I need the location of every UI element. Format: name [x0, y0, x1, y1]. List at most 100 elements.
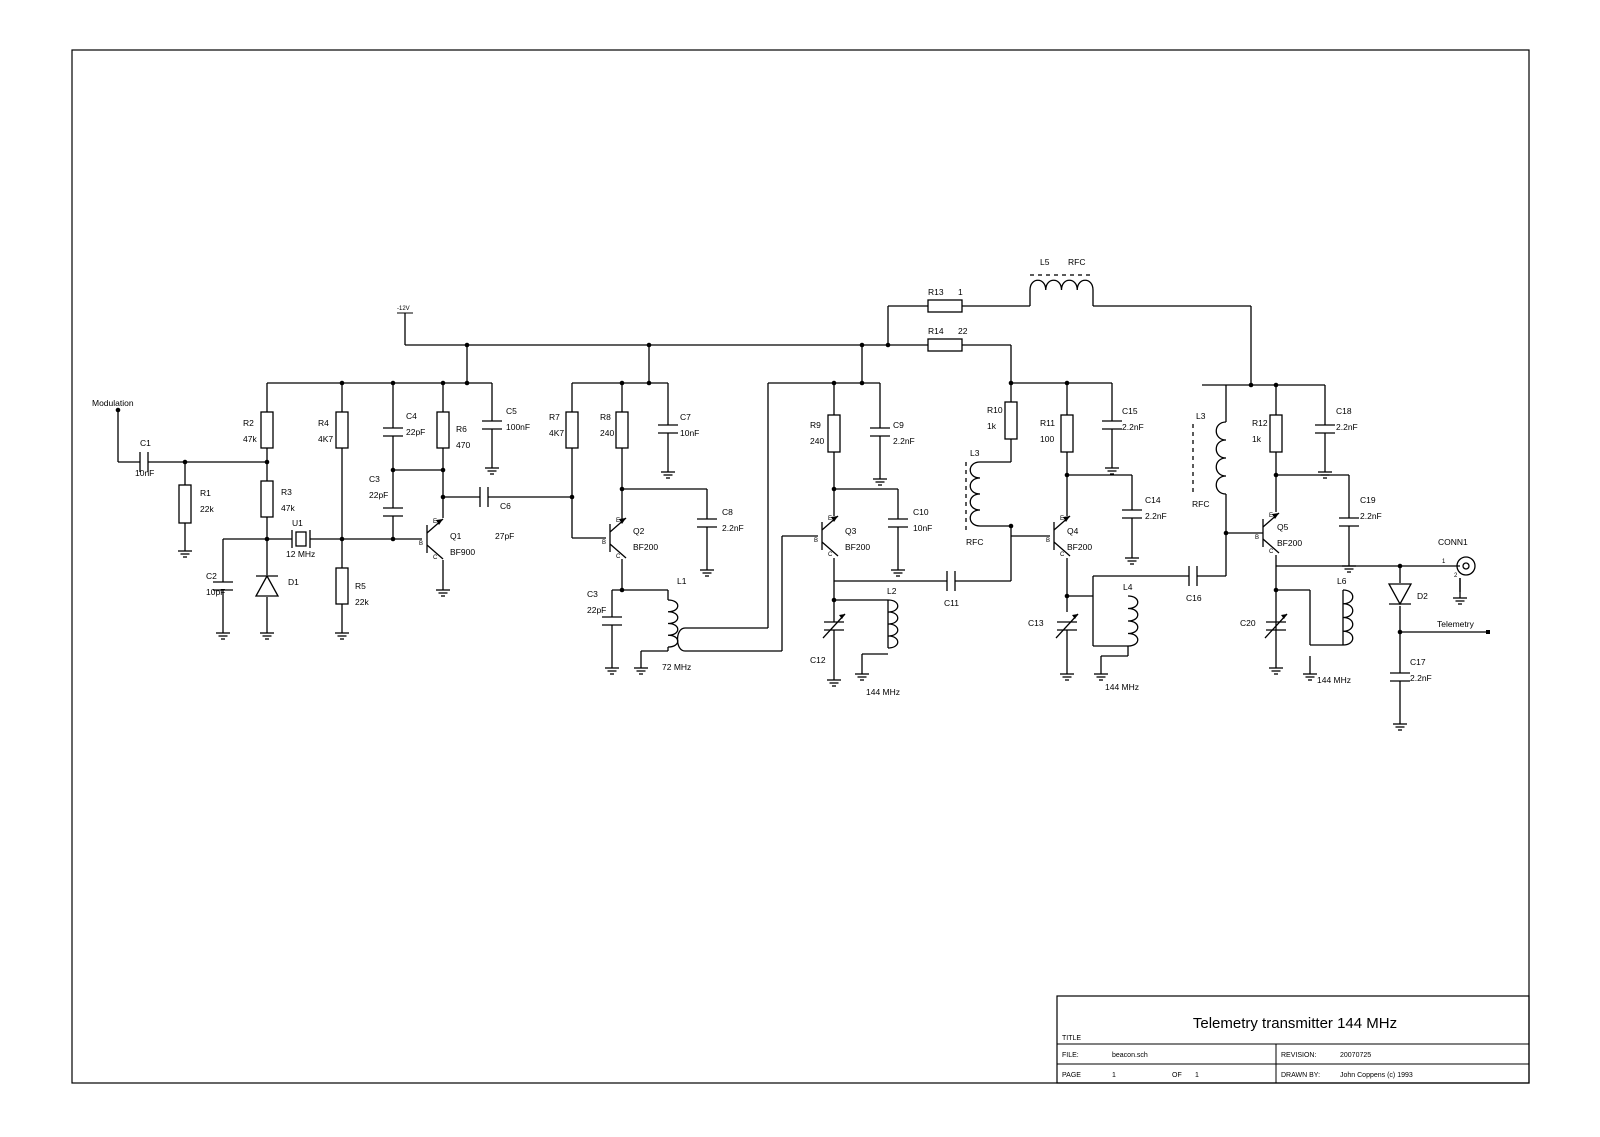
ref-c3b: C3: [587, 589, 598, 599]
ref-d1: D1: [288, 577, 299, 587]
revision-label: REVISION:: [1281, 1052, 1316, 1059]
value-c9: 2.2nF: [893, 436, 915, 446]
value-c15: 2.2nF: [1122, 422, 1144, 432]
of-label: OF: [1172, 1072, 1182, 1079]
variable-capacitor-c13: C13: [1028, 613, 1079, 639]
value-r12: 1k: [1252, 434, 1262, 444]
wires: [117, 290, 1488, 718]
ref-l1: L1: [677, 576, 687, 586]
ref-r3: R3: [281, 487, 292, 497]
value-c3b: 22pF: [587, 605, 606, 615]
connector-label: CONN1: [1438, 537, 1468, 547]
connector-pin2-label: 2: [1454, 573, 1458, 579]
ground-icon: [855, 668, 869, 681]
ref-r9: R9: [810, 420, 821, 430]
value-r8: 240: [600, 428, 614, 438]
ref-l6: L6: [1337, 576, 1347, 586]
value-r4: 4K7: [318, 434, 333, 444]
ref-c1: C1: [140, 438, 151, 448]
connector-pin1-label: 1: [1442, 559, 1446, 565]
ground-icon: [1125, 552, 1139, 565]
ground-icon: [634, 662, 648, 675]
ref-r8: R8: [600, 412, 611, 422]
ref-c5: C5: [506, 406, 517, 416]
page-value: 1: [1112, 1072, 1116, 1079]
value-l6: 144 MHz: [1317, 675, 1351, 685]
ref-c2: C2: [206, 571, 217, 581]
ref-c6: C6: [500, 501, 511, 511]
ref-l2: L2: [887, 586, 897, 596]
ref-q2: Q2: [633, 526, 645, 536]
value-r6: 470: [456, 440, 470, 450]
ground-icon: [891, 564, 905, 577]
inductor-l3-first: L3: [969, 448, 981, 527]
page-label: PAGE: [1062, 1072, 1081, 1079]
value-r9: 240: [810, 436, 824, 446]
ground-icon: [436, 584, 450, 597]
value-q3: BF200: [845, 542, 870, 552]
ref-l3-first: L3: [970, 448, 980, 458]
ground-icon: [216, 627, 230, 640]
resistor-r8: R8 240: [600, 411, 629, 449]
value-c1: 10nF: [135, 468, 154, 478]
ref-c4: C4: [406, 411, 417, 421]
ground-icon: [1105, 462, 1119, 475]
ground-icon: [335, 627, 349, 640]
sheet-title: Telemetry transmitter 144 MHz: [1193, 1015, 1397, 1032]
ref-r14: R14: [928, 326, 944, 336]
value-q4: BF200: [1067, 542, 1092, 552]
resistor-r9: R9 240: [810, 414, 841, 453]
ref-c17: C17: [1410, 657, 1426, 667]
ref-c13: C13: [1028, 618, 1044, 628]
pin-e: E: [1269, 513, 1273, 519]
ref-r1: R1: [200, 488, 211, 498]
rfc-label-l3b: RFC: [1192, 499, 1209, 509]
value-c14: 2.2nF: [1145, 511, 1167, 521]
ref-c3a: C3: [369, 474, 380, 484]
rfc-label-l3a: RFC: [966, 537, 983, 547]
pin-c: C: [433, 555, 438, 561]
ground-icon: [827, 674, 841, 687]
crystal-u1: U1 12 MHz: [286, 518, 315, 559]
ground-icon: [661, 466, 675, 479]
value-c6: 27pF: [495, 531, 514, 541]
ref-l5: L5: [1040, 257, 1050, 267]
value-c10: 10nF: [913, 523, 932, 533]
title-block: TITLE Telemetry transmitter 144 MHz FILE…: [1056, 995, 1530, 1084]
value-q1: BF900: [450, 547, 475, 557]
ref-u1: U1: [292, 518, 303, 528]
coax-connector-conn1: [1456, 556, 1476, 592]
pin-b: B: [602, 540, 606, 546]
capacitor-c11: C11: [944, 571, 959, 608]
ref-c14: C14: [1145, 495, 1161, 505]
pin-c: C: [828, 552, 833, 558]
of-value: 1: [1195, 1072, 1199, 1079]
value-u1: 12 MHz: [286, 549, 315, 559]
ref-c9: C9: [893, 420, 904, 430]
diode-d2: D2: [1387, 583, 1428, 606]
ref-l4: L4: [1123, 582, 1133, 592]
pin-b: B: [814, 538, 818, 544]
variable-capacitor-c20: C20: [1240, 613, 1288, 639]
value-c18: 2.2nF: [1336, 422, 1358, 432]
pin-c: C: [616, 554, 621, 560]
